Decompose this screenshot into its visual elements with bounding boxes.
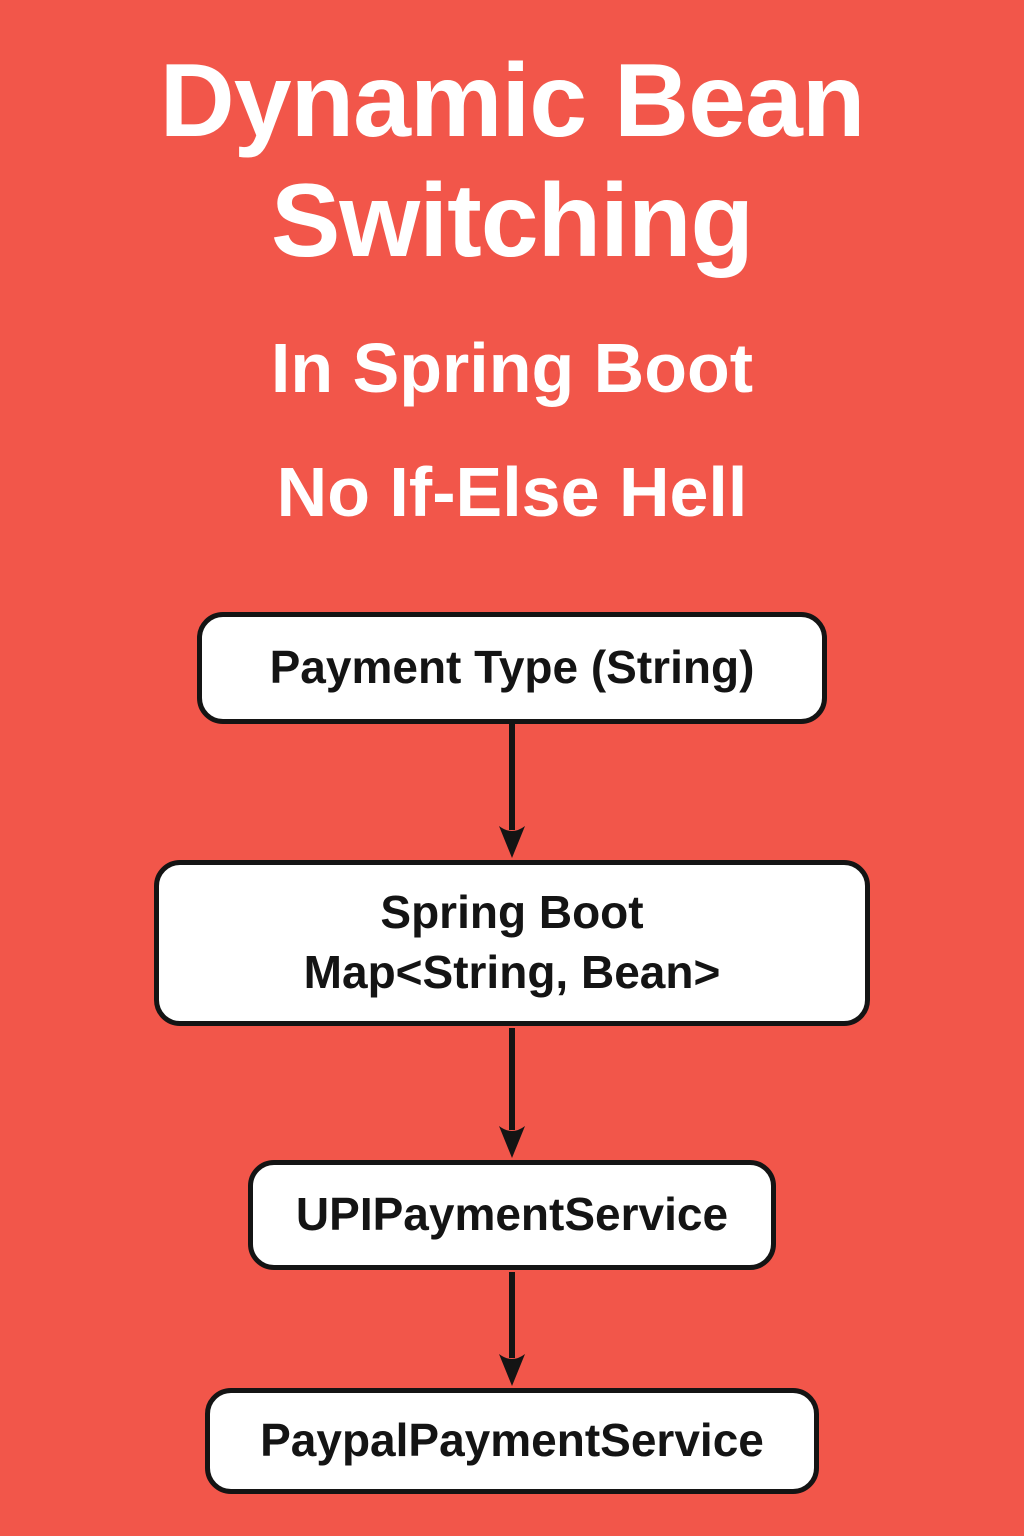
flow-node-upi-payment-service: UPIPaymentService [248,1160,776,1270]
flow-node-label: Payment Type (String) [269,641,755,694]
down-arrow-icon [499,1028,525,1158]
subtitle-spring-boot: In Spring Boot [270,329,754,407]
flow-node-label-line-1: Spring Boot [380,886,644,939]
page-title-line-1: Dynamic Bean [159,43,866,159]
flow-node-payment-type: Payment Type (String) [197,612,827,724]
down-arrow-icon [499,1272,525,1386]
subtitle-no-if-else: No If-Else Hell [276,453,748,531]
page-title-line-2: Switching [270,162,754,279]
down-arrow-icon [499,724,525,858]
flow-node-label: PaypalPaymentService [260,1414,764,1467]
flow-node-paypal-payment-service: PaypalPaymentService [205,1388,819,1494]
flow-node-label: UPIPaymentService [295,1188,729,1241]
flow-node-spring-boot-map: Spring Boot Map<String, Bean> [154,860,870,1026]
flow-node-label-line-2: Map<String, Bean> [303,946,721,998]
